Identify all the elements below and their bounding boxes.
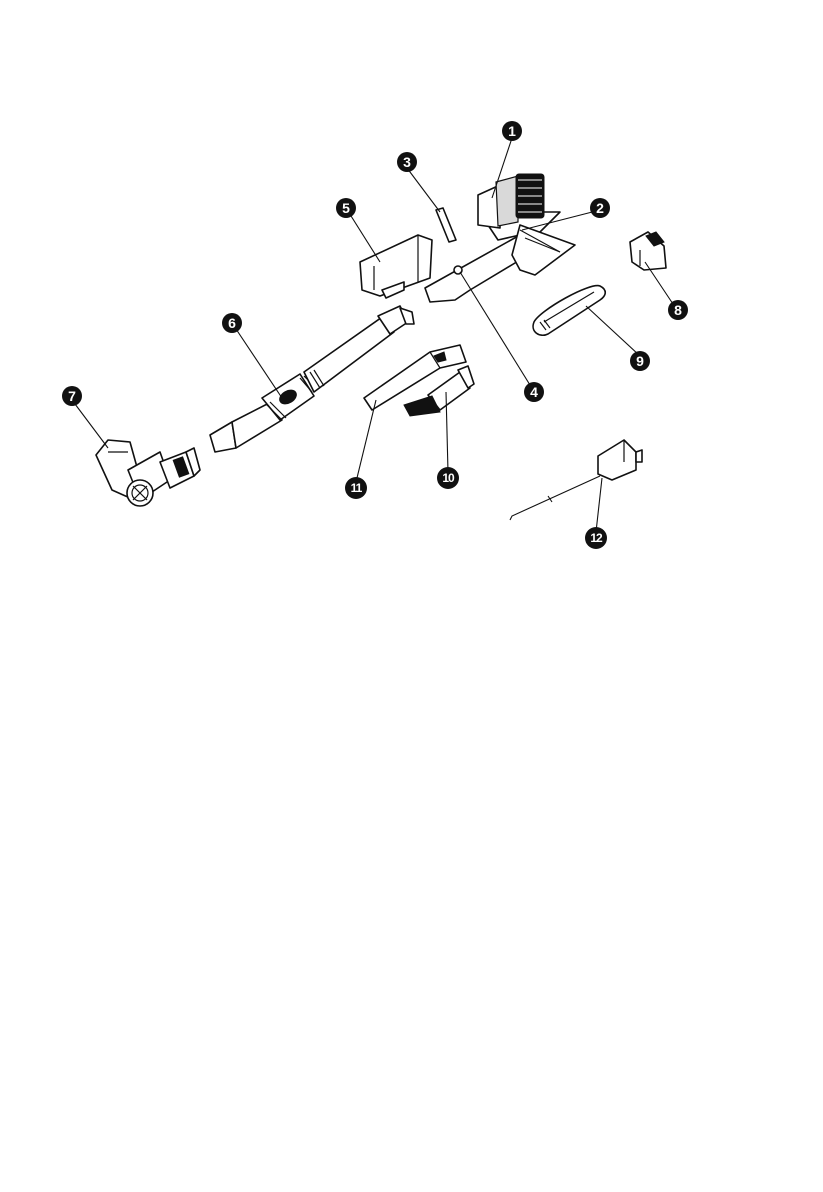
callout-3: 3 [397,152,417,172]
callout-11-label: 11 [351,481,363,495]
dust-container-part [360,235,432,298]
callout-12-label: 12 [590,531,603,545]
callout-5-label: 5 [342,200,350,216]
callout-2-label: 2 [596,200,604,216]
callout-4: 4 [524,382,544,402]
callout-12: 12 [585,527,607,549]
callout-7-label: 7 [68,388,76,404]
callout-6-label: 6 [228,315,236,331]
floor-head-part [96,440,200,506]
callout-3-label: 3 [403,154,411,170]
callout-10: 10 [437,467,459,489]
battery-clip-part [630,232,666,270]
callout-11: 11 [345,477,367,499]
callout-10-label: 10 [442,471,455,485]
wall-bracket-part [533,286,605,336]
callout-4-label: 4 [530,384,538,400]
callout-1-label: 1 [508,123,516,139]
brush-bristles [516,174,544,218]
callout-7: 7 [62,386,82,406]
callout-8: 8 [668,300,688,320]
callout-8-label: 8 [674,302,682,318]
callout-2: 2 [590,198,610,218]
callout-5: 5 [336,198,356,218]
callout-9: 9 [630,351,650,371]
callout-9-label: 9 [636,353,644,369]
charger-part [510,440,642,520]
callout-1: 1 [502,121,522,141]
filter-strip-part [436,208,456,242]
callout-6: 6 [222,313,242,333]
